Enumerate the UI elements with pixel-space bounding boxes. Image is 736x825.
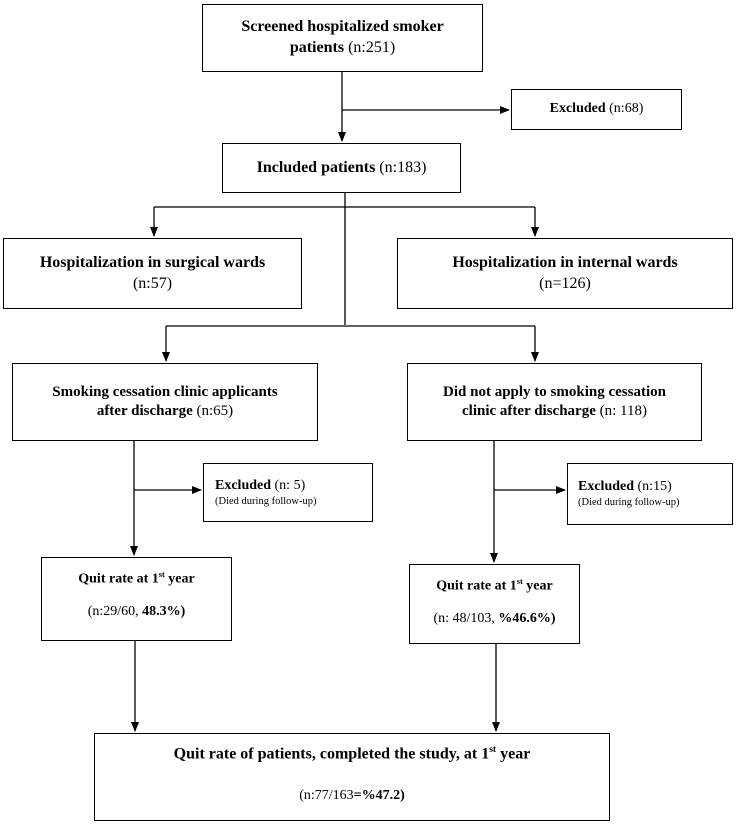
internal-title: Hospitalization in internal wards: [452, 253, 678, 271]
non-applicants-title: Did not apply to smoking cessation: [443, 383, 666, 400]
quit-left-sup: st: [158, 570, 165, 579]
applicants-title-2: after discharge: [96, 403, 193, 419]
surgical-count: (n:57): [132, 274, 173, 292]
internal-wards-box: Hospitalization in internal wards (n=126…: [397, 238, 733, 309]
included-count: (n:183): [375, 158, 427, 176]
internal-count: (n=126): [539, 274, 591, 292]
quit-right-sup: st: [516, 577, 523, 586]
quit-total-count: (n:77/163: [299, 788, 354, 804]
included-patients-box: Included patients (n:183): [222, 143, 461, 193]
quit-right-rate: %46.6%): [498, 610, 556, 626]
quit-right-title-end: year: [522, 578, 553, 594]
excluded-left-count: (n: 5): [271, 477, 306, 493]
excluded-top-title: Excluded: [549, 101, 606, 117]
screened-count: (n:251): [344, 39, 396, 56]
surgical-title: Hospitalization in surgical wards: [39, 253, 266, 271]
excluded-left-box: Excluded (n: 5) (Died during follow-up): [203, 463, 373, 522]
excluded-top-count: (n:68): [605, 101, 644, 117]
quit-rate-left-box: Quit rate at 1st year (n:29/60, 48.3%): [41, 557, 232, 641]
quit-total-title-end: year: [496, 745, 531, 763]
quit-right-title: Quit rate at 1: [436, 578, 517, 594]
quit-left-count: (n:29/60,: [87, 603, 143, 619]
screened-title: Screened hospitalized smoker: [241, 18, 444, 36]
quit-total-rate: =%47.2): [353, 788, 405, 804]
screened-patients-box: Screened hospitalized smoker patients (n…: [202, 4, 483, 72]
quit-right-count: (n: 48/103,: [433, 610, 499, 626]
quit-total-title: Quit rate of patients, completed the stu…: [173, 745, 490, 763]
excluded-left-title: Excluded: [215, 477, 272, 493]
excluded-right-box: Excluded (n:15) (Died during follow-up): [567, 463, 733, 525]
excluded-right-note: (Died during follow-up): [578, 497, 680, 509]
excluded-right-title: Excluded: [578, 479, 635, 495]
quit-left-rate: 48.3%): [142, 603, 186, 619]
screened-title-2: patients: [289, 39, 345, 56]
non-applicants-box: Did not apply to smoking cessation clini…: [407, 363, 702, 441]
applicants-box: Smoking cessation clinic applicants afte…: [12, 363, 318, 441]
excluded-left-note: (Died during follow-up): [215, 495, 317, 507]
surgical-wards-box: Hospitalization in surgical wards (n:57): [3, 238, 302, 309]
non-applicants-title-2: clinic after discharge: [462, 403, 596, 419]
quit-rate-total-box: Quit rate of patients, completed the stu…: [94, 733, 610, 821]
excluded-right-count: (n:15): [634, 479, 672, 495]
non-applicants-count: (n: 118): [595, 403, 647, 419]
applicants-count: (n:65): [192, 403, 234, 419]
quit-left-title: Quit rate at 1: [78, 571, 159, 587]
quit-left-title-end: year: [164, 571, 195, 587]
applicants-title: Smoking cessation clinic applicants: [52, 383, 278, 400]
quit-total-sup: st: [489, 744, 497, 755]
quit-rate-right-box: Quit rate at 1st year (n: 48/103, %46.6%…: [409, 564, 580, 644]
included-title: Included patients: [256, 158, 376, 176]
excluded-top-box: Excluded (n:68): [511, 89, 682, 130]
